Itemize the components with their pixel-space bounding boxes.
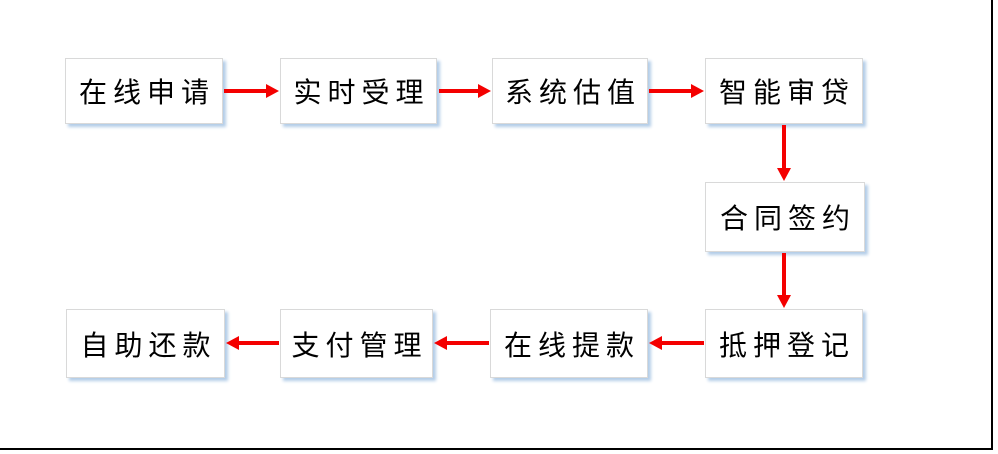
arrow-head-icon bbox=[777, 295, 791, 308]
arrow-line bbox=[649, 89, 692, 93]
node-mortgage-registration: 抵押登记 bbox=[705, 309, 863, 378]
arrow-head-icon bbox=[691, 84, 704, 98]
arrow-line bbox=[782, 253, 786, 296]
node-contract-signing: 合同签约 bbox=[705, 182, 865, 252]
arrow-line bbox=[446, 341, 489, 345]
node-label-self-repayment: 自助还款 bbox=[80, 330, 217, 362]
arrow-valuation-to-review-icon bbox=[649, 84, 704, 98]
node-label-mortgage-registration: 抵押登记 bbox=[718, 330, 855, 362]
arrow-head-icon bbox=[649, 336, 662, 350]
node-self-repayment: 自助还款 bbox=[66, 309, 225, 378]
arrow-review-to-contract-icon bbox=[777, 125, 791, 181]
arrow-application-to-acceptance-icon bbox=[224, 84, 279, 98]
node-system-valuation: 系统估值 bbox=[492, 58, 648, 124]
node-label-realtime-acceptance: 实时受理 bbox=[293, 78, 430, 109]
arrow-head-icon bbox=[226, 336, 239, 350]
arrow-line bbox=[661, 341, 704, 345]
arrow-line bbox=[782, 125, 786, 169]
node-label-system-valuation: 系统估值 bbox=[504, 78, 641, 109]
arrow-head-icon bbox=[777, 168, 791, 181]
node-label-contract-signing: 合同签约 bbox=[719, 204, 856, 235]
arrow-line bbox=[439, 89, 479, 93]
arrow-head-icon bbox=[478, 84, 491, 98]
arrow-withdrawal-to-payment-icon bbox=[434, 336, 489, 350]
arrow-line bbox=[224, 89, 267, 93]
arrow-registration-to-withdrawal-icon bbox=[649, 336, 704, 350]
node-payment-management: 支付管理 bbox=[280, 309, 433, 378]
node-label-online-application: 在线申请 bbox=[78, 78, 215, 109]
node-online-application: 在线申请 bbox=[65, 58, 223, 124]
arrow-acceptance-to-valuation-icon bbox=[439, 84, 491, 98]
node-label-smart-loan-review: 智能审贷 bbox=[718, 78, 855, 109]
page-border-bottom bbox=[0, 448, 993, 450]
node-online-withdrawal: 在线提款 bbox=[490, 309, 648, 378]
arrow-line bbox=[238, 341, 279, 345]
arrow-payment-to-repayment-icon bbox=[226, 336, 279, 350]
page-border-right bbox=[991, 0, 993, 450]
arrow-head-icon bbox=[434, 336, 447, 350]
arrow-head-icon bbox=[266, 84, 279, 98]
node-label-online-withdrawal: 在线提款 bbox=[503, 330, 640, 362]
node-realtime-acceptance: 实时受理 bbox=[280, 58, 437, 124]
node-label-payment-management: 支付管理 bbox=[291, 330, 428, 362]
arrow-contract-to-registration-icon bbox=[777, 253, 791, 308]
node-smart-loan-review: 智能审贷 bbox=[705, 58, 863, 124]
